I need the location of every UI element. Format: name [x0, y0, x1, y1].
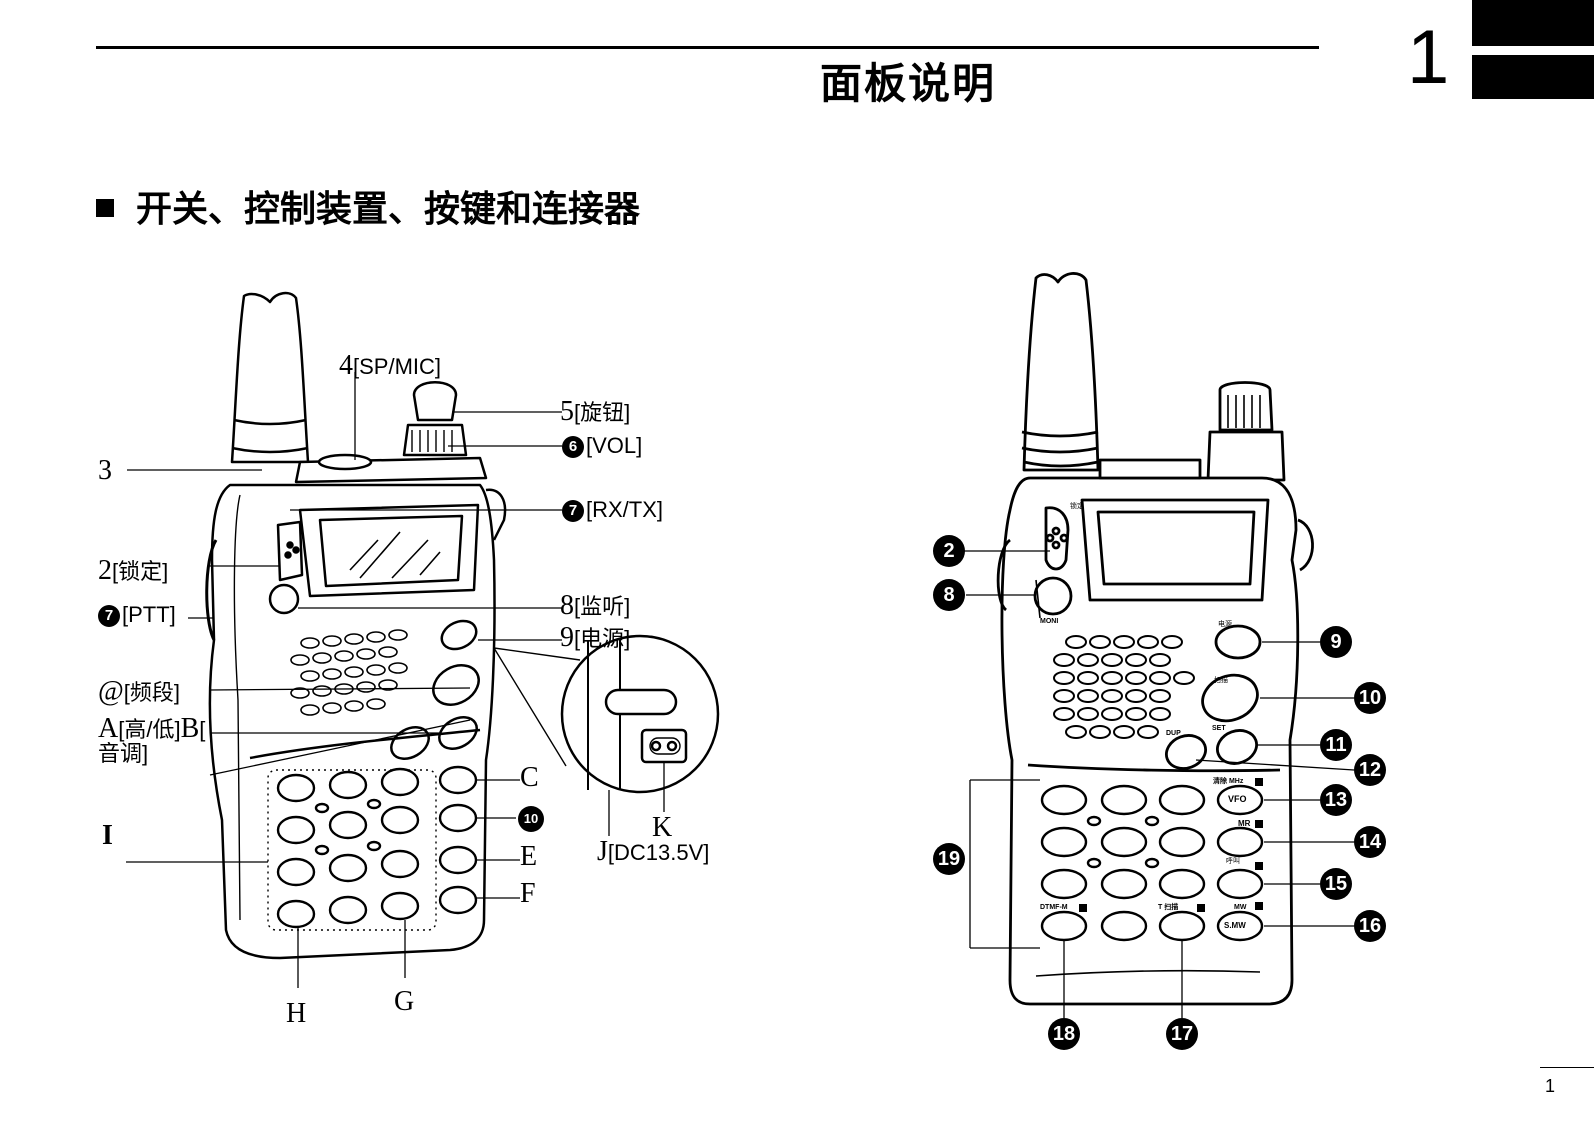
callout-g: G — [394, 986, 415, 1017]
callout-f: F — [520, 878, 536, 909]
callout-3-antenna: 3 — [98, 455, 112, 486]
device-label-power: 电源 — [1218, 621, 1232, 628]
callout-13-right: 13 — [1320, 784, 1352, 816]
callout-16-right: 16 — [1354, 910, 1386, 942]
callout-10-band: @[频段] — [98, 676, 181, 707]
callout-i: I — [102, 820, 113, 851]
device-label-tscan: T 扫描 — [1158, 904, 1179, 911]
callout-17-right: 17 — [1166, 1018, 1198, 1050]
callout-18-right: 18 — [1048, 1018, 1080, 1050]
chapter-tab-lower — [1472, 55, 1594, 99]
callout-c: C — [520, 762, 539, 793]
header-rule — [96, 46, 1319, 49]
device-label-dup: DUP — [1166, 730, 1181, 737]
callout-2-lock: 2[锁定] — [98, 555, 169, 586]
callout-d: 10 — [518, 806, 546, 832]
chapter-tab-upper — [1472, 0, 1594, 46]
page-number: 1 — [1545, 1076, 1556, 1096]
device-label-scan: 扫描 — [1214, 677, 1228, 684]
callout-19-right: 19 — [933, 843, 965, 875]
callout-h: H — [286, 998, 307, 1029]
callout-9-right: 9 — [1320, 626, 1352, 658]
callout-14-right: 14 — [1354, 826, 1386, 858]
callout-15-right: 15 — [1320, 868, 1352, 900]
callout-12-tone: 音调] — [98, 741, 149, 766]
section-heading: 开关、控制装置、按键和连接器 — [96, 180, 640, 232]
callout-9-power: 9[电源] — [560, 622, 631, 653]
device-label-mw: MW — [1234, 904, 1247, 911]
page-title: 面板说明 — [820, 60, 997, 107]
device-label-set: SET — [1212, 725, 1226, 732]
callout-12-right: 12 — [1354, 754, 1386, 786]
chapter-number: 1 — [1407, 15, 1450, 100]
device-label-lock: 锁定 — [1070, 503, 1084, 510]
callout-k: K — [652, 812, 673, 843]
callout-8-right: 8 — [933, 579, 965, 611]
callout-6-vol: 6[VOL] — [562, 435, 642, 459]
callout-11-high-low: A[高/低]B[ — [98, 713, 206, 744]
device-label-clear-mhz: 清除 MHz — [1213, 778, 1244, 785]
device-label-call: 呼叫 — [1226, 858, 1240, 865]
callout-11-right: 11 — [1320, 729, 1352, 761]
callout-j-dc: J[DC13.5V] — [597, 836, 710, 867]
device-label-mr: MR — [1238, 819, 1251, 828]
callout-e: E — [520, 841, 538, 872]
callout-8-monitor: 8[监听] — [560, 590, 631, 621]
bullet-square-icon — [96, 199, 114, 218]
device-label-vfo: VFO — [1228, 794, 1247, 804]
device-label-smw: S.MW — [1224, 921, 1246, 930]
callout-2-right: 2 — [933, 535, 965, 567]
device-label-dtmf: DTMF-M — [1040, 904, 1068, 911]
section-title: 开关、控制装置、按键和连接器 — [136, 188, 641, 229]
callout-10-right: 10 — [1354, 682, 1386, 714]
device-label-moni: MONI — [1040, 618, 1059, 625]
callout-7-ptt: 7[PTT] — [98, 604, 176, 628]
callout-7-rx-tx: 7[RX/TX] — [562, 499, 663, 523]
page-number-rule — [1540, 1067, 1594, 1068]
callout-5-knob: 5[旋钮] — [560, 396, 631, 427]
callout-4-sp-mic: 4[SP/MIC] — [339, 350, 442, 381]
